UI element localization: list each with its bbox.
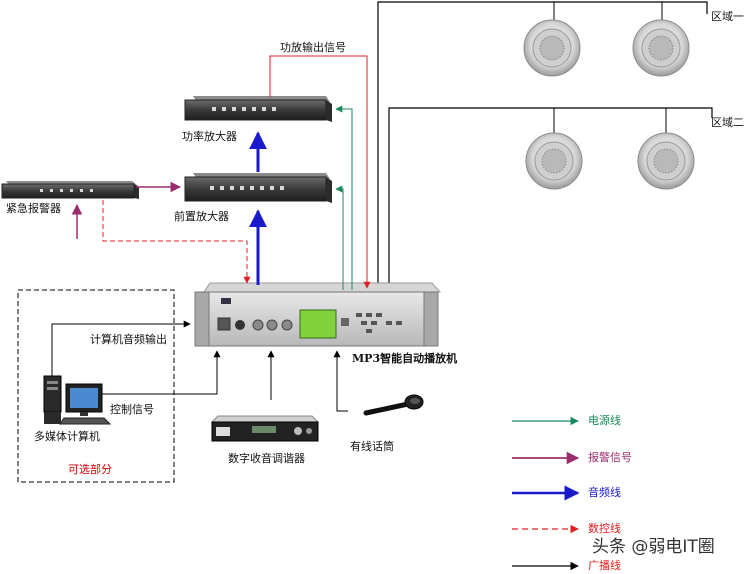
- mp3-player-device: [194, 282, 442, 347]
- zone2-label: 区域二: [711, 116, 744, 129]
- zone1-label: 区域一: [711, 10, 744, 23]
- computer-audio-output-line: [51, 320, 191, 378]
- amp-output-signal-line: [269, 55, 371, 289]
- tuner-icon: [210, 415, 320, 442]
- emergency-alarm-device: [1, 181, 139, 199]
- power-amplifier-label: 功率放大器: [182, 130, 237, 143]
- legend-text-power: 电源线: [588, 414, 621, 427]
- emergency-alarm-label: 紧急报警器: [6, 202, 61, 215]
- multimedia-computer-label: 多媒体计算机: [34, 430, 100, 443]
- optional-part-label: 可选部分: [68, 463, 112, 476]
- mp3-player-label: MP3智能自动播放机: [352, 352, 458, 365]
- legend-text-alarm: 报警信号: [588, 451, 632, 464]
- watermark: 头条 @弱电IT圈: [592, 537, 715, 557]
- wired-mic-label: 有线话筒: [350, 440, 394, 453]
- ceiling-speaker-icon: [523, 19, 581, 77]
- optional-part-box: [17, 289, 175, 483]
- pre-amplifier-device: [184, 173, 332, 203]
- ceiling-speaker-icon: [637, 132, 695, 190]
- ceiling-speaker-icon: [632, 19, 690, 77]
- pc-icon: [43, 375, 112, 425]
- control-signal-line: [98, 350, 221, 395]
- legend: [512, 416, 580, 571]
- computer-audio-output-label: 计算机音频输出: [90, 333, 167, 346]
- power-line-to-amp: [335, 105, 353, 290]
- control-line-alarm-to-mp3: [102, 200, 251, 284]
- mic-line: [333, 350, 348, 412]
- microphone-icon: [363, 394, 424, 416]
- amp-output-signal-label: 功放输出信号: [280, 41, 346, 54]
- legend-text-broadcast: 广播线: [588, 559, 621, 572]
- digital-tuner-label: 数字收音调谐器: [228, 452, 305, 465]
- broadcast-lines: [377, 1, 713, 290]
- control-signal-label: 控制信号: [110, 403, 154, 416]
- pre-amplifier-label: 前置放大器: [174, 210, 229, 223]
- ceiling-speaker-icon: [525, 132, 583, 190]
- legend-text-audio: 音频线: [588, 486, 621, 499]
- power-amplifier-device: [184, 96, 332, 122]
- power-line-to-preamp: [335, 185, 344, 290]
- legend-text-control: 数控线: [588, 522, 621, 535]
